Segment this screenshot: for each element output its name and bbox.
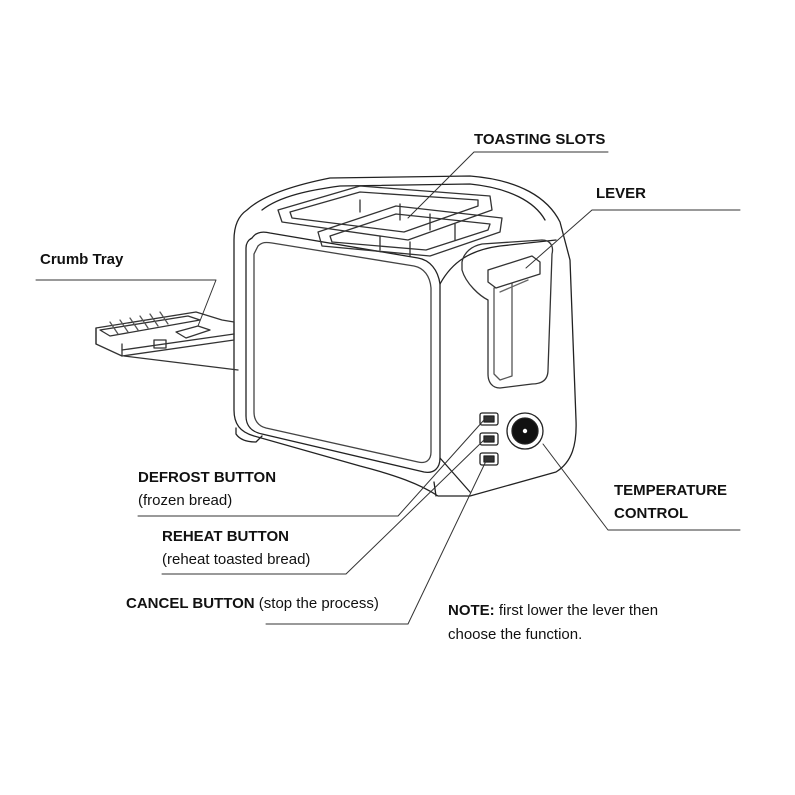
reheat-button-label: REHEAT BUTTON bbox=[162, 526, 289, 548]
temperature-control-label-2: CONTROL bbox=[614, 503, 688, 525]
crumb-tray-drawing bbox=[96, 312, 238, 370]
note-line-1: NOTE: first lower the lever then bbox=[448, 600, 658, 622]
leader-lines bbox=[36, 152, 740, 624]
control-panel-drawing bbox=[480, 413, 543, 465]
crumb-tray-label: Crumb Tray bbox=[40, 249, 123, 271]
toaster-body bbox=[234, 176, 576, 496]
cancel-button-label-row: CANCEL BUTTON (stop the process) bbox=[126, 593, 379, 615]
defrost-button-label: DEFROST BUTTON bbox=[138, 467, 276, 489]
lever-drawing bbox=[462, 240, 553, 388]
cancel-button-description: (stop the process) bbox=[259, 595, 379, 612]
note-label: NOTE: bbox=[448, 602, 495, 619]
reheat-button-description: (reheat toasted bread) bbox=[162, 549, 310, 571]
note-text-2: choose the function. bbox=[448, 624, 582, 646]
defrost-button-description: (frozen bread) bbox=[138, 490, 232, 512]
lever-label: LEVER bbox=[596, 183, 646, 205]
temperature-control-label-1: TEMPERATURE bbox=[614, 480, 727, 502]
toasting-slots-drawing bbox=[278, 186, 502, 256]
note-text-1: first lower the lever then bbox=[499, 602, 658, 619]
cancel-button-label: CANCEL BUTTON bbox=[126, 595, 255, 612]
crumb-tray-leader bbox=[36, 280, 216, 326]
toasting-slots-label: TOASTING SLOTS bbox=[474, 129, 605, 151]
